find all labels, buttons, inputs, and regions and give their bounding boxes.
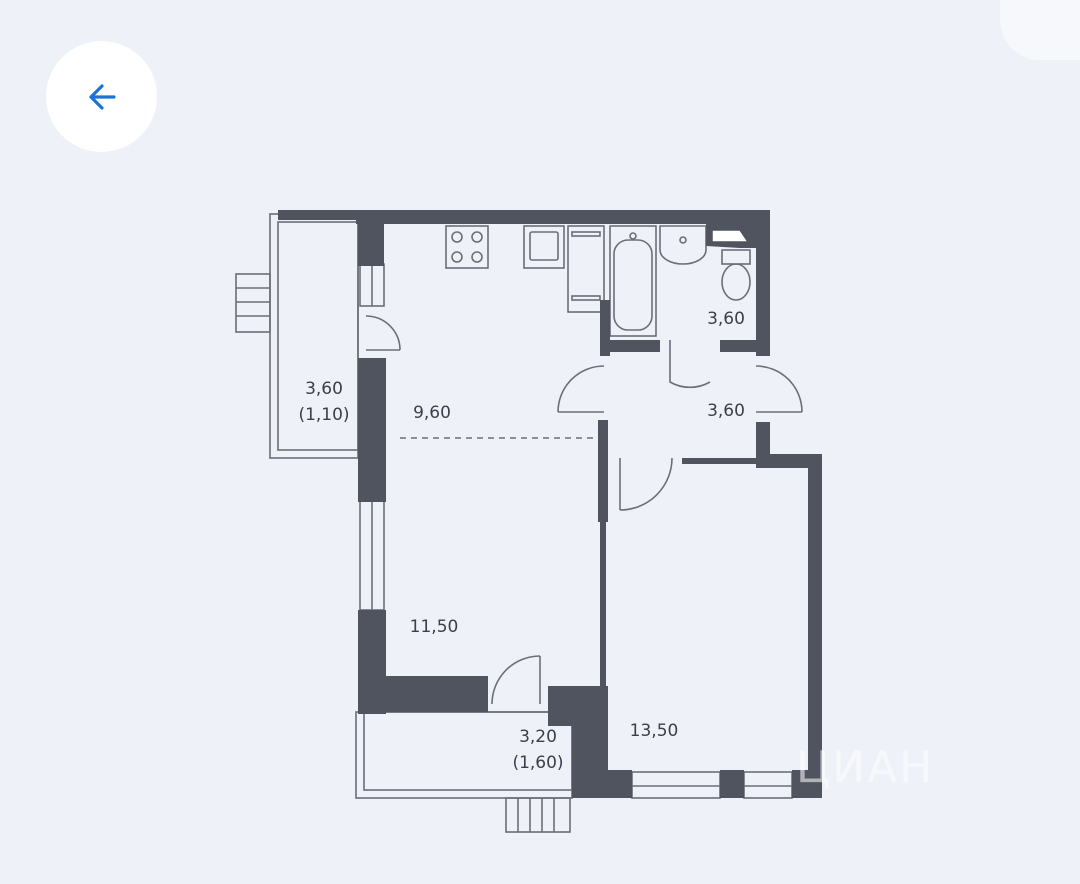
- room-subarea: (1,60): [512, 753, 564, 773]
- room-label-balcony-left: 3,60 (1,10): [292, 376, 356, 428]
- room-area: 13,50: [629, 721, 679, 741]
- room-label-kitchen: 9,60: [400, 400, 464, 426]
- room-label-bathroom: 3,60: [694, 306, 758, 332]
- back-button[interactable]: [46, 41, 157, 152]
- room-area: 11,50: [409, 617, 459, 637]
- room-subarea: (1,10): [298, 405, 350, 425]
- bathtub-icon: [609, 225, 657, 337]
- room-area: 9,60: [413, 403, 451, 423]
- door-swings: [365, 315, 803, 705]
- fridge-icon: [567, 225, 605, 313]
- room-area: 3,60: [305, 379, 343, 399]
- sink-icon: [523, 225, 565, 269]
- room-label-hallway: 3,60: [694, 398, 758, 424]
- room-area: 3,60: [707, 401, 745, 421]
- stove-icon: [445, 225, 489, 269]
- left-radiator: [235, 273, 271, 333]
- vent-shaft: [711, 229, 750, 243]
- room-area: 3,20: [519, 727, 557, 747]
- walls: [278, 210, 822, 798]
- top-right-card-corner: [1000, 0, 1080, 60]
- room-label-balcony-bottom: 3,20 (1,60): [506, 724, 570, 776]
- watermark-logo: ЦИАН: [796, 742, 935, 793]
- room-area: 3,60: [707, 309, 745, 329]
- room-label-bedroom: 13,50: [622, 718, 686, 744]
- room-label-living-room: 11,50: [402, 614, 466, 640]
- bathroom-sink-icon: [659, 225, 707, 265]
- bottom-radiator: [505, 797, 571, 833]
- arrow-left-icon: [88, 83, 116, 110]
- toilet-icon: [721, 249, 751, 301]
